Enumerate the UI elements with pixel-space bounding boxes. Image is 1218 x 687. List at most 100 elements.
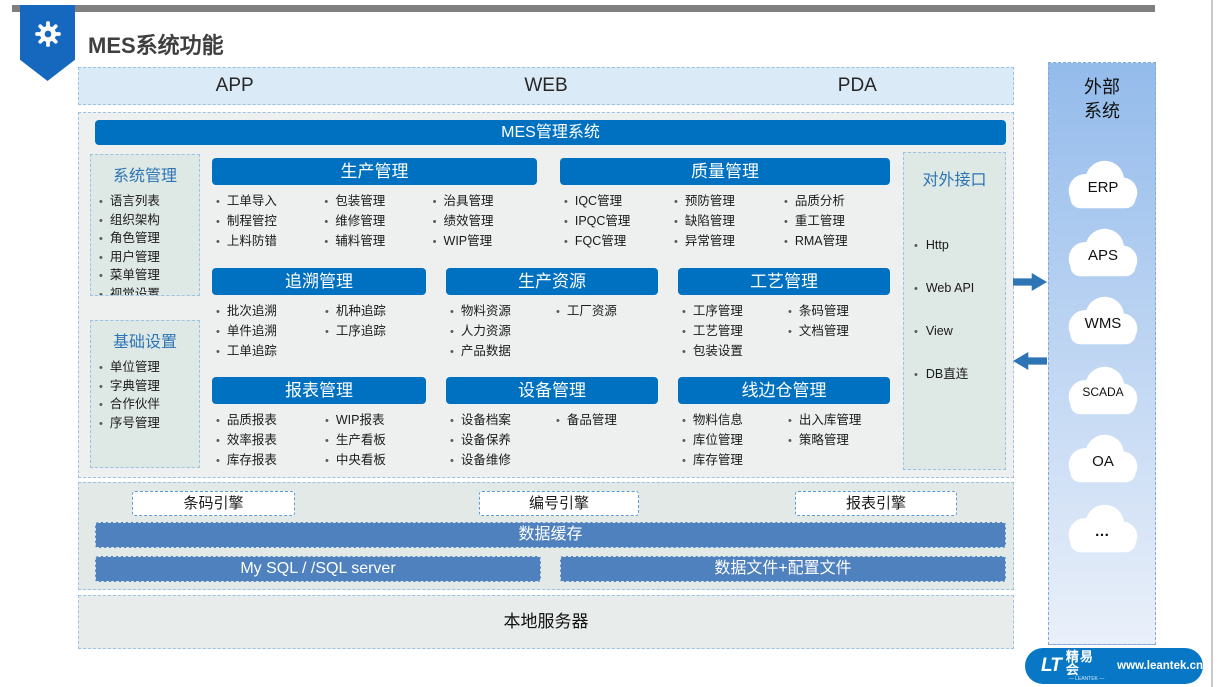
module-item: 出入库管理 xyxy=(788,411,894,431)
module-item: 品质分析 xyxy=(784,192,894,212)
cloud-wms: WMS xyxy=(1059,295,1147,351)
module-item: WIP报表 xyxy=(325,411,434,431)
barcode-engine-box: 条码引擎 xyxy=(132,491,295,516)
module-item: 预防管理 xyxy=(674,192,784,212)
terminal-label: APP xyxy=(215,75,254,96)
brand-url: www.leantek.cn xyxy=(1117,660,1203,672)
cloud-label: OA xyxy=(1092,453,1114,470)
module-item: 文档管理 xyxy=(788,322,894,342)
side-box-item: 用户管理 xyxy=(91,249,199,268)
external-interface-title: 对外接口 xyxy=(922,172,987,189)
top-accent-strip xyxy=(12,5,1155,12)
side-box-title: 系统管理 xyxy=(112,168,177,185)
module-item: 工单追踪 xyxy=(216,342,325,362)
module-item: 库存报表 xyxy=(216,451,325,471)
external-interface-box: 对外接口 HttpWeb APIViewDB直连 xyxy=(903,152,1006,470)
terminal-label: WEB xyxy=(524,75,568,96)
page-title: MES系统功能 xyxy=(88,33,224,58)
side-box-item: 合作伙伴 xyxy=(91,396,199,415)
module-item: 异常管理 xyxy=(674,232,784,252)
module-item: 生产看板 xyxy=(325,431,434,451)
gear-icon xyxy=(32,18,64,81)
side-box-items: 语言列表组织架构角色管理用户管理菜单管理视觉设置 xyxy=(91,193,199,296)
side-box-item: 角色管理 xyxy=(91,230,199,249)
side-box-title: 基础设置 xyxy=(112,334,177,351)
external-systems-panel: 外部系统 ERP APS WMS SCADA OA … xyxy=(1048,62,1156,645)
side-box-item: 视觉设置 xyxy=(91,286,199,296)
terminal-bar: APP WEB PDA xyxy=(78,67,1014,105)
module-item: 备品管理 xyxy=(556,411,662,431)
module-item: 物料信息 xyxy=(682,411,788,431)
module-item: 库位管理 xyxy=(682,431,788,451)
module-item: 批次追溯 xyxy=(216,302,325,322)
module-header-production: 生产管理 xyxy=(212,158,537,185)
title-ribbon-badge xyxy=(20,5,75,81)
external-interface-items: HttpWeb APIViewDB直连 xyxy=(904,238,1005,383)
brand-name-block: 精易会 — LEANTEK — xyxy=(1066,650,1107,682)
data-cache-bar: 数据缓存 xyxy=(95,522,1006,548)
module-header-resources: 生产资源 xyxy=(446,268,658,295)
module-item: 中央看板 xyxy=(325,451,434,471)
slide-edge-line xyxy=(1211,0,1213,687)
module-item: 工序管理 xyxy=(682,302,788,322)
module-header-lineside-warehouse: 线边仓管理 xyxy=(678,377,890,404)
module-header-reports: 报表管理 xyxy=(212,377,426,404)
module-items-equipment: 设备档案设备保养设备维修 备品管理 xyxy=(450,411,662,471)
cloud-label: … xyxy=(1094,523,1112,540)
module-header-quality: 质量管理 xyxy=(560,158,890,185)
arrow-left-icon xyxy=(1013,352,1047,370)
module-item: 人力资源 xyxy=(450,322,556,342)
module-item: 上料防错 xyxy=(216,232,324,252)
module-item: RMA管理 xyxy=(784,232,894,252)
module-item: 机种追踪 xyxy=(325,302,434,322)
brand-name: 精易会 xyxy=(1065,649,1094,677)
leantek-logo-icon: LT xyxy=(1041,655,1062,676)
module-item: 绩效管理 xyxy=(433,212,541,232)
module-item: 工单导入 xyxy=(216,192,324,212)
terminal-label: PDA xyxy=(837,75,877,96)
external-systems-title: 外部系统 xyxy=(1084,77,1120,121)
module-item: 工艺管理 xyxy=(682,322,788,342)
module-item: 制程管控 xyxy=(216,212,324,232)
module-item: 库存管理 xyxy=(682,451,788,471)
module-item: 策略管理 xyxy=(788,431,894,451)
side-box-item: 序号管理 xyxy=(91,415,199,434)
module-item: 产品数据 xyxy=(450,342,556,362)
cloud-label: WMS xyxy=(1084,315,1122,332)
side-box-item: 组织架构 xyxy=(91,212,199,231)
module-items-resources: 物料资源人力资源产品数据 工厂资源 xyxy=(450,302,662,362)
module-item: IPQC管理 xyxy=(564,212,674,232)
report-engine-box: 报表引擎 xyxy=(795,491,957,516)
side-box-item: 单位管理 xyxy=(91,359,199,378)
module-item: 维修管理 xyxy=(324,212,432,232)
module-item: 治具管理 xyxy=(433,192,541,212)
module-item: 单件追溯 xyxy=(216,322,325,342)
side-box-items: 单位管理字典管理合作伙伴序号管理 xyxy=(91,359,199,433)
module-item: 包装设置 xyxy=(682,342,788,362)
module-header-traceability: 追溯管理 xyxy=(212,268,426,295)
module-header-process: 工艺管理 xyxy=(678,268,890,295)
module-item: WIP管理 xyxy=(433,232,541,252)
interface-item: Http xyxy=(904,238,1005,254)
side-box-item: 语言列表 xyxy=(91,193,199,212)
side-box-item: 菜单管理 xyxy=(91,267,199,286)
module-items-reports: 品质报表效率报表库存报表 WIP报表生产看板中央看板 xyxy=(216,411,434,471)
module-item: 辅料管理 xyxy=(324,232,432,252)
module-items-lineside-warehouse: 物料信息库位管理库存管理 出入库管理策略管理 xyxy=(682,411,894,471)
interface-item: View xyxy=(904,324,1005,340)
brand-subtitle: — LEANTEK — xyxy=(1068,676,1105,682)
module-item: IQC管理 xyxy=(564,192,674,212)
cloud-more: … xyxy=(1059,503,1147,559)
module-item: 设备档案 xyxy=(450,411,556,431)
cloud-scada: SCADA xyxy=(1059,365,1147,421)
cloud-label: ERP xyxy=(1087,179,1119,196)
side-box-item: 字典管理 xyxy=(91,378,199,397)
module-item: 包装管理 xyxy=(324,192,432,212)
module-header-equipment: 设备管理 xyxy=(446,377,658,404)
module-item: 重工管理 xyxy=(784,212,894,232)
module-item: 缺陷管理 xyxy=(674,212,784,232)
module-item: 物料资源 xyxy=(450,302,556,322)
interface-item: DB直连 xyxy=(904,367,1005,383)
numbering-engine-box: 编号引擎 xyxy=(479,491,639,516)
